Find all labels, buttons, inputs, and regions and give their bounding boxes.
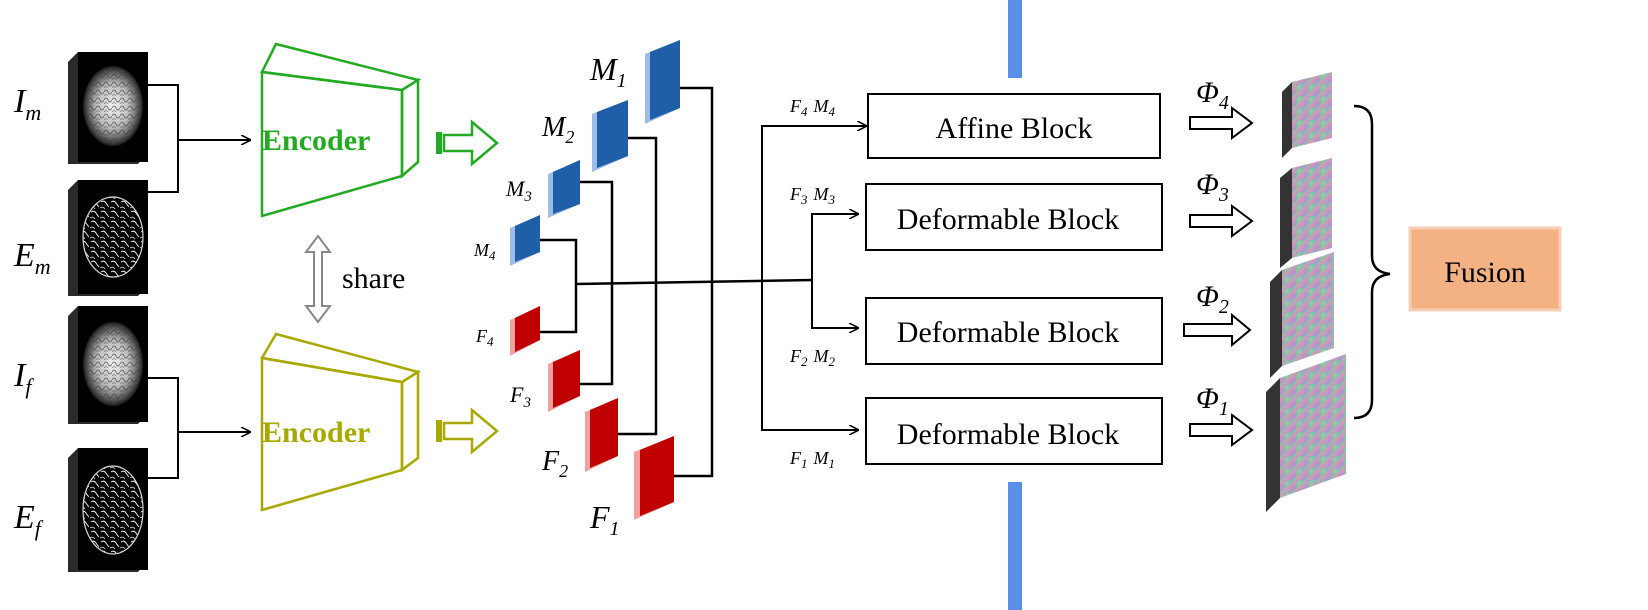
moving-image-label: Im <box>13 83 41 125</box>
encoder-top-output-arrow <box>436 119 499 167</box>
fixed-edge-thumb <box>68 448 148 572</box>
phi-3-field <box>1280 158 1332 268</box>
feature-connectors <box>540 86 813 478</box>
fusion-bracket <box>1353 104 1391 420</box>
fixed-image-thumb <box>68 306 148 424</box>
moving-edge-thumb <box>68 180 148 296</box>
feature-f4 <box>510 306 540 356</box>
encoder-top-label: Encoder <box>262 124 370 157</box>
fixed-edge-label: Ef <box>13 499 44 541</box>
share-label: share <box>342 262 405 295</box>
fusion-label: Fusion <box>1444 256 1526 289</box>
deformable-block-3: Deformable Block <box>865 397 1163 465</box>
phi-2-field <box>1270 252 1334 378</box>
feature-m1 <box>645 40 680 124</box>
label-f1: F1 <box>589 499 620 540</box>
moving-edge-label: Em <box>13 237 51 279</box>
label-m2: M2 <box>541 112 574 147</box>
moving-image-thumb <box>68 52 148 164</box>
deformable-block-3-label: Deformable Block <box>897 418 1119 451</box>
encoder-bottom-label: Encoder <box>262 416 370 449</box>
encoder-bottom <box>260 332 422 512</box>
phi-1-label: Φ1 <box>1196 382 1229 420</box>
share-arrow <box>304 234 332 324</box>
feature-m2 <box>592 100 628 172</box>
phi-3-label: Φ3 <box>1196 168 1229 206</box>
feature-f1 <box>634 436 674 520</box>
deformable-block-1: Deformable Block <box>865 183 1163 251</box>
affine-block-label: Affine Block <box>936 112 1093 145</box>
input-connectors <box>148 84 250 479</box>
deformable-block-2: Deformable Block <box>865 297 1163 365</box>
encoder-top <box>260 42 422 218</box>
label-f3: F3 <box>509 382 531 411</box>
phi-1-field <box>1266 354 1346 512</box>
fusion-box: Fusion <box>1408 226 1562 312</box>
label-m1: M1 <box>589 51 627 92</box>
phi-4-label: Φ4 <box>1196 76 1229 114</box>
phi-4-field <box>1282 72 1332 158</box>
block-input-connectors <box>761 126 866 430</box>
feature-m4 <box>510 215 540 266</box>
divider-top <box>1008 0 1022 78</box>
label-m3: M3 <box>505 176 532 205</box>
feature-f3 <box>548 350 580 412</box>
deformable-block-1-label: Deformable Block <box>897 203 1119 236</box>
phi-arrows <box>1183 106 1254 447</box>
fixed-image-label: If <box>13 357 34 399</box>
label-f4: F4 <box>475 326 494 349</box>
phi-2-label: Φ2 <box>1196 280 1229 318</box>
divider-bottom <box>1008 482 1022 610</box>
label-m4: M4 <box>473 240 496 263</box>
feature-f2 <box>585 398 618 472</box>
deformable-block-2-label: Deformable Block <box>897 316 1119 349</box>
affine-block: Affine Block <box>867 93 1161 159</box>
label-f2: F2 <box>541 446 568 481</box>
encoder-bottom-output-arrow <box>436 407 499 455</box>
feature-m3 <box>548 160 580 218</box>
